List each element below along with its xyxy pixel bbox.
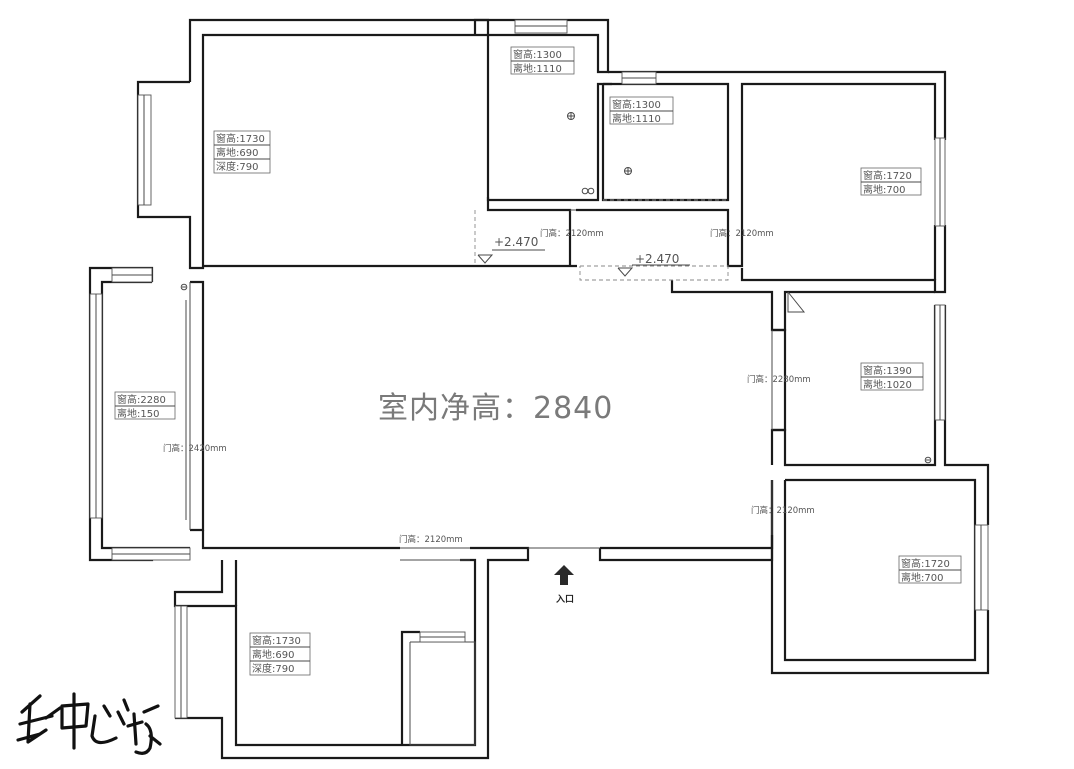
elevation-label: +2.470 <box>635 252 679 266</box>
ceiling-height-label: 室内净高： <box>378 391 533 426</box>
sill-height-text: 离地:1020 <box>863 378 912 391</box>
openings <box>185 209 806 561</box>
window-note-bedroom-3: 窗高:1720 离地:700 <box>898 555 962 584</box>
fixtures <box>180 112 932 464</box>
window-height-text: 窗高:1300 <box>612 98 661 111</box>
wall-bedroom-1 <box>136 18 490 270</box>
window-height-text: 窗高:1720 <box>901 557 950 570</box>
sill-height-text: 离地:1110 <box>612 112 661 125</box>
window-height-text: 窗高:1720 <box>863 169 912 182</box>
level-mark-1 <box>477 254 494 264</box>
door-height-label: 门高：2120mm <box>710 228 774 239</box>
window-note-bedroom-1: 窗高:1730 离地:690 深度:790 <box>213 130 271 174</box>
window-note-labels: 窗高:1730 离地:690 深度:790 窗高:1300 离地:1110 窗高… <box>114 46 962 676</box>
level-mark-2 <box>617 267 634 277</box>
window-height-text: 窗高:2280 <box>117 393 166 406</box>
wall-bedroom-2 <box>740 225 947 294</box>
window-note-bedroom-4: 窗高:1730 离地:690 深度:790 <box>249 632 311 676</box>
door-height-labels: 门高：2120mm 门高：2120mm 门高：2280mm 门高：2420mm … <box>163 228 815 545</box>
sill-height-text: 离地:150 <box>117 407 159 420</box>
sill-height-text: 离地:700 <box>901 571 943 584</box>
sill-height-text: 离地:690 <box>252 648 294 661</box>
wall-closet <box>400 630 420 745</box>
ceiling-height-value: 2840 <box>533 391 613 426</box>
wall-living-bottom-right <box>600 535 774 550</box>
windows <box>89 19 989 719</box>
window-height-text: 窗高:1730 <box>216 132 265 145</box>
door-height-label: 门高：2420mm <box>163 443 227 454</box>
sill-height-text: 离地:1110 <box>513 62 562 75</box>
floor-drain-icon <box>624 167 632 175</box>
depth-text: 深度:790 <box>252 662 294 675</box>
window-height-text: 窗高:1390 <box>863 364 912 377</box>
window-note-bedroom-2: 窗高:1720 离地:700 <box>860 167 922 196</box>
window-note-balcony: 窗高:2280 离地:150 <box>114 391 176 420</box>
wall-living-right <box>772 328 787 432</box>
floor-drain-icon <box>567 112 575 120</box>
sill-height-text: 离地:690 <box>216 146 258 159</box>
window-height-text: 窗高:1730 <box>252 634 301 647</box>
window-height-text: 窗高:1300 <box>513 48 562 61</box>
wall-study-right <box>943 305 990 525</box>
wall-bath-2 <box>608 70 947 140</box>
entrance-arrow-icon <box>554 565 574 585</box>
wall-study <box>670 280 935 332</box>
door-height-label: 门高：2120mm <box>399 534 463 545</box>
wall-bath-1-lower <box>486 197 572 266</box>
door-height-label: 门高：2280mm <box>747 374 811 385</box>
socket-icon <box>581 187 595 195</box>
window-note-bath-1: 窗高:1300 离地:1110 <box>510 46 575 75</box>
wall-living-bottom-mid <box>175 546 530 760</box>
wall-bedroom-3 <box>770 480 990 675</box>
wall-corridor <box>576 82 937 268</box>
sill-height-text: 离地:700 <box>863 183 905 196</box>
door-height-label: 门高：2120mm <box>751 505 815 516</box>
elevation-label: +2.470 <box>494 235 538 249</box>
ceiling-height-text: 室内净高：2840 <box>378 391 613 426</box>
wall-living-left <box>190 280 205 532</box>
entrance-label: 入口 <box>555 594 574 605</box>
window-note-bath-2: 窗高:1300 离地:1110 <box>609 96 674 125</box>
wall-study-inner <box>770 305 937 467</box>
door-height-label: 门高：2120mm <box>540 228 604 239</box>
signature-mark <box>16 692 162 755</box>
wall-living-bottom-left <box>201 530 400 550</box>
wall-bath-2-inner <box>601 82 730 202</box>
socket-icon <box>924 456 932 464</box>
door-swing-study <box>787 291 806 313</box>
level-zones <box>474 199 729 281</box>
closet-box <box>409 641 476 746</box>
window-note-study: 窗高:1390 离地:1020 <box>860 362 924 391</box>
socket-icon <box>180 283 188 291</box>
depth-text: 深度:790 <box>216 160 258 173</box>
